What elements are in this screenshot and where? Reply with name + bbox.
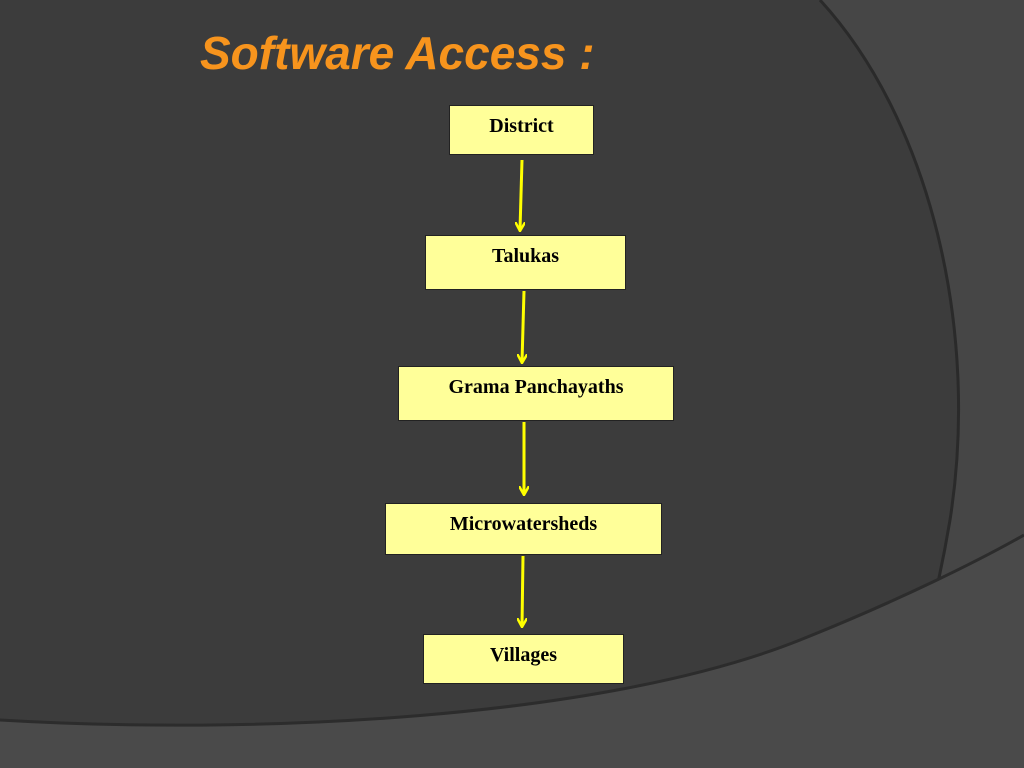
node-grama-panchayaths: Grama Panchayaths [398, 366, 674, 421]
node-talukas: Talukas [425, 235, 626, 290]
node-villages: Villages [423, 634, 624, 684]
slide-title: Software Access : [200, 27, 595, 79]
node-microwatersheds: Microwatersheds [385, 503, 662, 555]
node-district: District [449, 105, 594, 155]
